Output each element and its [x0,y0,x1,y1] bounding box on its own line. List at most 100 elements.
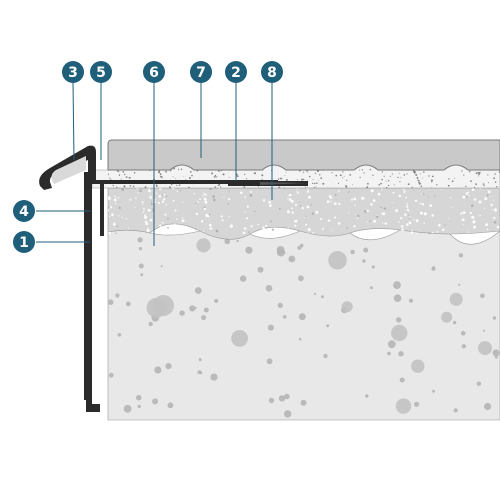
texture-dot [209,188,212,191]
texture-dot [348,191,350,193]
texture-dot [366,221,368,223]
texture-dot [397,176,399,179]
texture-dot [160,174,162,176]
texture-dot [108,173,109,176]
texture-dot [462,195,466,199]
texture-dot [214,174,217,177]
texture-dot [199,198,201,201]
texture-dot [449,292,463,306]
texture-dot [381,171,383,173]
texture-dot [440,188,442,190]
texture-dot [408,221,412,224]
texture-dot [423,212,427,216]
texture-dot [200,220,204,223]
texture-dot [142,211,145,213]
texture-dot [415,173,418,176]
texture-dot [328,250,347,270]
texture-dot [153,295,174,316]
texture-dot [366,209,370,213]
texture-dot [441,228,445,232]
texture-dot [395,209,399,213]
texture-dot [228,176,230,178]
texture-dot [318,179,320,181]
callout-3: 3 [62,61,84,83]
texture-dot [393,294,402,303]
texture-dot [391,202,393,204]
texture-dot [494,173,496,175]
texture-dot [478,173,480,176]
texture-dot [208,213,211,216]
texture-dot [306,190,310,193]
texture-dot [398,221,400,223]
texture-dot [137,192,139,194]
texture-dot [423,222,426,225]
texture-dot [285,171,287,173]
svg-text:8: 8 [267,65,277,81]
texture-dot [359,169,361,171]
texture-dot [243,186,246,188]
texture-dot [171,183,173,186]
texture-dot [421,193,423,195]
texture-dot [204,193,207,196]
texture-dot [345,187,348,188]
texture-dot [179,189,182,192]
texture-dot [488,182,489,184]
texture-dot [299,205,302,207]
profile-top-plate [84,180,278,184]
profile-vertical-body [84,172,100,412]
texture-dot [460,212,463,215]
texture-dot [357,217,359,219]
texture-dot [150,202,153,206]
texture-dot [492,349,500,357]
texture-dot [484,402,492,411]
texture-dot [447,184,450,187]
texture-dot [161,221,164,224]
callout-5: 5 [90,61,112,83]
texture-dot [383,207,386,210]
texture-dot [326,324,330,328]
texture-dot [180,226,183,229]
texture-dot [303,171,305,173]
texture-dot [285,179,288,181]
texture-dot [117,333,122,337]
texture-dot [437,223,441,227]
texture-dot [475,172,478,175]
texture-dot [170,170,172,172]
texture-dot [413,171,416,174]
texture-dot [451,180,454,183]
texture-dot [496,225,500,229]
texture-dot [244,211,246,213]
texture-dot [342,171,344,173]
texture-dot [367,182,369,185]
texture-dot [406,208,409,211]
texture-dot [465,192,469,195]
svg-text:6: 6 [149,65,159,81]
texture-dot [149,218,153,222]
texture-dot [487,190,491,194]
texture-dot [326,200,330,204]
texture-dot [115,293,120,298]
texture-dot [194,287,202,294]
texture-dot [431,214,435,217]
texture-dot [183,175,185,177]
texture-dot [212,195,215,198]
svg-text:7: 7 [196,65,206,81]
texture-dot [254,210,256,213]
texture-dot [387,351,391,356]
texture-dot [189,171,192,173]
texture-dot [224,238,230,245]
profile-inner-liner [100,184,104,236]
texture-dot [359,230,361,232]
texture-dot [150,201,153,203]
texture-dot [369,230,373,234]
texture-dot [180,168,183,171]
texture-dot [142,203,144,205]
texture-dot [338,190,340,192]
texture-dot [253,172,256,175]
texture-dot [146,228,150,232]
texture-dot [244,196,247,198]
texture-dot [143,207,145,210]
texture-dot [188,186,190,188]
texture-dot [258,186,259,188]
texture-dot [176,184,178,186]
